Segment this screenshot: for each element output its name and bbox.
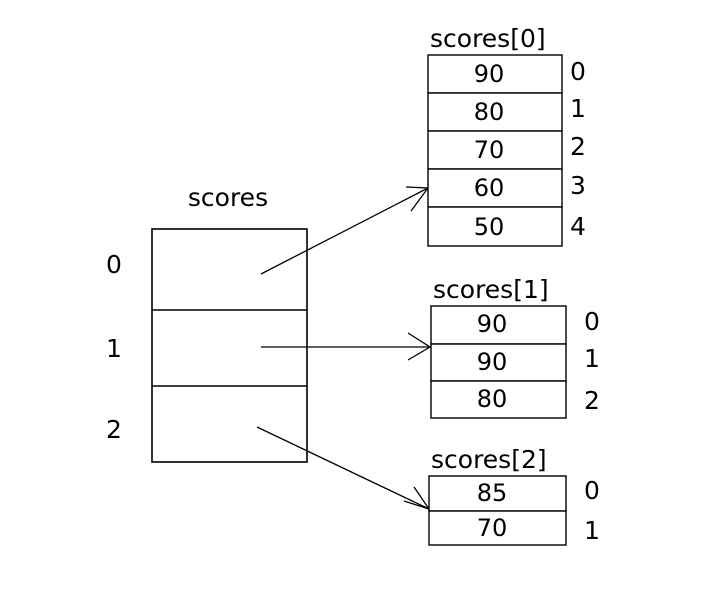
- sub-array-scores-2-title: scores[2]: [431, 445, 547, 474]
- outer-array-title: scores: [188, 183, 268, 212]
- sub-array-scores-2-value-0: 85: [477, 479, 508, 507]
- sub-array-scores-1-cell-1[interactable]: [430, 343, 567, 382]
- sub-array-scores-1-value-2: 80: [477, 385, 508, 413]
- outer-array-index-0: 0: [106, 250, 122, 279]
- sub-array-scores-0-index-3: 3: [570, 171, 586, 200]
- sub-array-scores-1-value-0: 90: [477, 310, 508, 338]
- sub-array-scores-2-cell-0[interactable]: [428, 475, 567, 512]
- pointer-2: [256, 426, 431, 511]
- sub-array-scores-2-index-1: 1: [584, 516, 600, 545]
- sub-array-scores-0-value-1: 80: [474, 98, 505, 126]
- sub-array-scores-1-cell-2[interactable]: [430, 380, 567, 419]
- sub-array-scores-1-value-1: 90: [477, 348, 508, 376]
- outer-array-box: [151, 228, 308, 463]
- sub-array-scores-0-value-3: 60: [474, 174, 505, 202]
- sub-array-scores-1-index-2: 2: [584, 386, 600, 415]
- outer-array-cell-0[interactable]: [152, 229, 307, 310]
- outer-array-cell-1[interactable]: [152, 310, 307, 386]
- outer-array-group: scores 0 1 2: [106, 183, 308, 463]
- sub-array-scores-0-cell-4[interactable]: [427, 206, 563, 247]
- pointer-2-arrowhead: [403, 486, 431, 511]
- sub-array-scores-0-index-1: 1: [570, 94, 586, 123]
- sub-array-scores-0-title: scores[0]: [430, 24, 546, 53]
- pointer-1-arrowhead: [407, 332, 432, 361]
- sub-array-scores-0-index-2: 2: [570, 132, 586, 161]
- sub-array-scores-2-group: scores[2] 85 70 0 1: [428, 445, 600, 546]
- sub-array-scores-0-value-2: 70: [474, 136, 505, 164]
- sub-array-scores-2-index-0: 0: [584, 476, 600, 505]
- sub-array-scores-1-cell-0[interactable]: [430, 305, 567, 345]
- sub-array-scores-0-cell-0[interactable]: [427, 54, 563, 94]
- pointer-1: [261, 332, 432, 361]
- sub-array-scores-0-index-0: 0: [570, 57, 586, 86]
- outer-array-cell-2[interactable]: [152, 386, 307, 462]
- sub-array-scores-0-index-4: 4: [570, 212, 586, 241]
- sub-array-scores-0-cell-3[interactable]: [427, 168, 563, 208]
- pointer-0-arrowhead: [405, 186, 430, 212]
- sub-array-scores-2-cell-1[interactable]: [428, 510, 567, 546]
- outer-array-index-1: 1: [106, 334, 122, 363]
- sub-array-scores-0-group: scores[0] 90 80 70 60 50 0 1 2 3 4: [427, 24, 586, 247]
- sub-array-scores-1-group: scores[1] 90 90 80 0 1 2: [430, 275, 600, 419]
- pointer-0-line: [260, 187, 429, 275]
- sub-array-scores-1-title: scores[1]: [433, 275, 549, 304]
- sub-array-scores-1-index-0: 0: [584, 307, 600, 336]
- pointer-2-line: [256, 426, 430, 510]
- sub-array-scores-0-cell-1[interactable]: [427, 92, 563, 132]
- outer-array-index-2: 2: [106, 415, 122, 444]
- sub-array-scores-0-value-0: 90: [474, 60, 505, 88]
- sub-array-scores-1-index-1: 1: [584, 344, 600, 373]
- sub-array-scores-0-value-4: 50: [474, 213, 505, 241]
- sub-array-scores-2-value-1: 70: [477, 514, 508, 542]
